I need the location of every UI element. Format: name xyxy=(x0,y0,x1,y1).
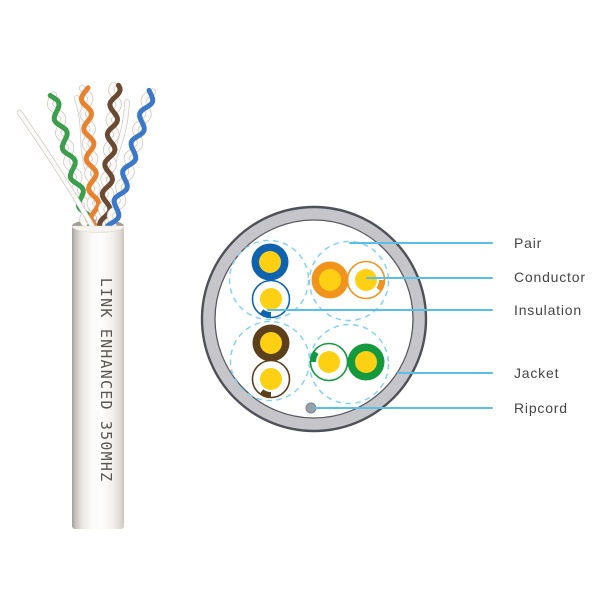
label-conductor: Conductor xyxy=(514,269,586,285)
leader-lines xyxy=(267,242,493,409)
pair-circle-orange xyxy=(308,240,390,322)
wire-green-white xyxy=(309,342,349,382)
cable-mouth-rim xyxy=(71,225,125,233)
label-insulation: Insulation xyxy=(514,302,582,318)
pair-dashed-circles xyxy=(228,239,390,405)
label-pair: Pair xyxy=(514,235,543,251)
label-jacket: Jacket xyxy=(514,365,560,381)
wire-green-solid xyxy=(347,343,385,381)
wire-brown-solid xyxy=(252,324,290,362)
twisted-pair-brown xyxy=(97,81,123,230)
cable-print-text: LINK ENHANCED 350MHZ xyxy=(97,278,115,483)
jacket-ring-inner xyxy=(214,219,414,419)
twisted-pair-blue xyxy=(105,87,157,232)
wire-brown-white xyxy=(251,359,291,399)
wire-blue-solid xyxy=(251,243,289,281)
wire-orange-solid xyxy=(311,261,349,299)
cable-jacket-tube xyxy=(72,226,124,529)
wire-blue-white xyxy=(251,279,291,319)
pair-circle-blue xyxy=(228,239,310,321)
wire-orange-white xyxy=(346,260,386,300)
cable-photo: LINK ENHANCED 350MHZ xyxy=(16,81,157,529)
label-ripcord: Ripcord xyxy=(514,400,568,416)
pair-circle-brown xyxy=(229,320,311,402)
white-ripcord-strand xyxy=(16,109,97,232)
cross-section-diagram xyxy=(200,205,493,433)
twisted-pair-orange xyxy=(78,85,103,230)
pair-circle-green xyxy=(308,323,390,405)
